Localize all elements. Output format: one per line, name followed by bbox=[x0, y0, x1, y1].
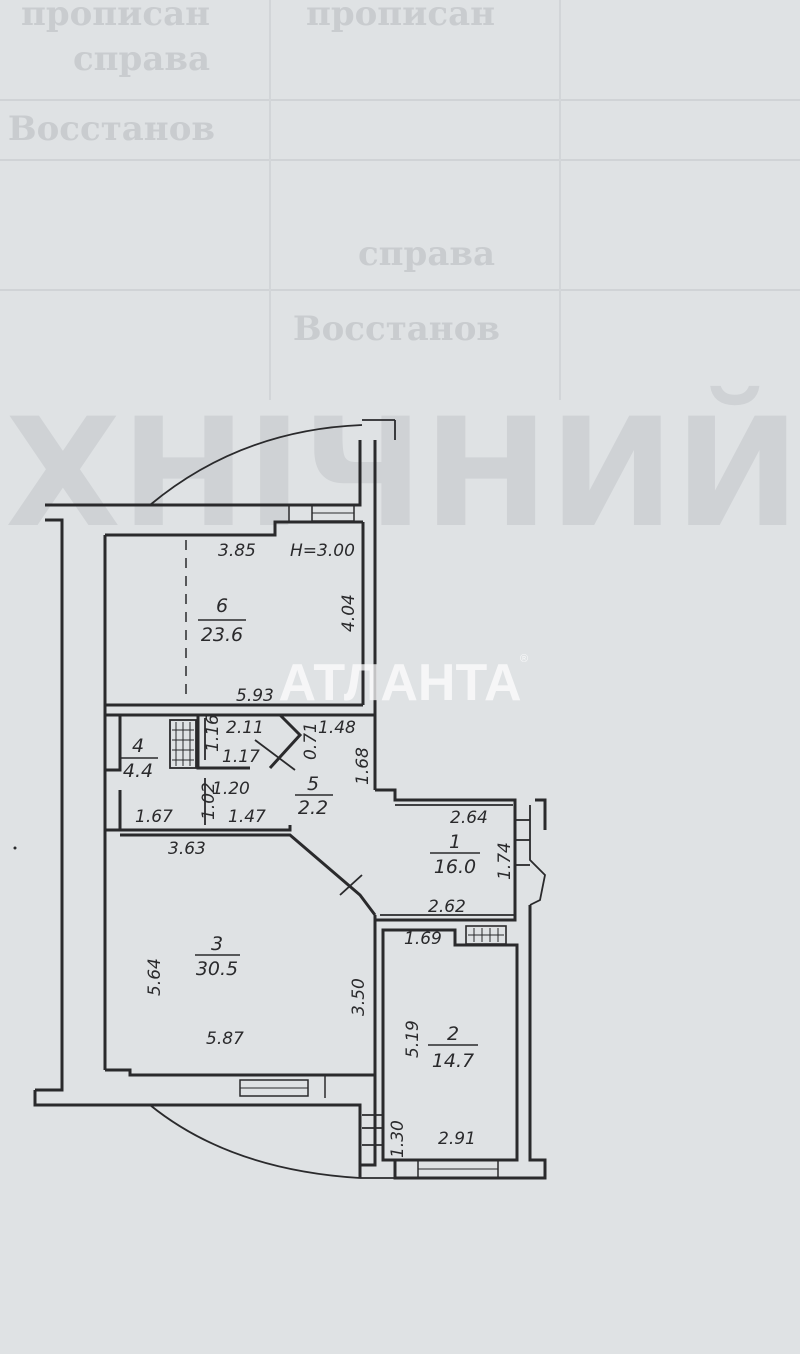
room5-door-swing bbox=[254, 739, 296, 771]
dim-r3-right: 3.50 bbox=[349, 978, 369, 1016]
watermark-text: АТЛАНТА bbox=[278, 654, 521, 712]
bottom-balcony-arc bbox=[149, 1104, 361, 1179]
dim-r2-bottom: 2.91 bbox=[438, 1129, 476, 1149]
room-6-number: 6 bbox=[216, 595, 228, 617]
room2-walls bbox=[381, 928, 519, 1162]
watermark-logo: АТЛАНТА ® bbox=[278, 653, 528, 712]
room1-outer-right bbox=[535, 798, 547, 830]
background-document: прописан справа Восстанов прописан справ… bbox=[0, 0, 800, 561]
room-6-area: 23.6 bbox=[201, 624, 243, 646]
room5-angled bbox=[268, 713, 303, 770]
room-labels: 6 23.6 4 4.4 5 2.2 1 16.0 3 30.5 2 14.7 bbox=[120, 595, 480, 1072]
room-4-number: 4 bbox=[132, 735, 144, 757]
room5-left bbox=[196, 715, 250, 770]
dim-r6-bottom: 5.93 bbox=[236, 686, 274, 706]
ceiling-height: H=3.00 bbox=[290, 541, 355, 561]
faded-row-1: прописан bbox=[21, 0, 210, 34]
room3-door-mark bbox=[339, 874, 363, 896]
dim-r4-vert: 1.02 bbox=[199, 782, 219, 820]
room3-right-bottom bbox=[105, 915, 377, 1077]
dim-r3-bottom: 5.87 bbox=[206, 1029, 244, 1049]
dim-r6-right: 4.04 bbox=[339, 594, 359, 632]
room-2-number: 2 bbox=[447, 1023, 459, 1045]
dim-r3-top: 3.63 bbox=[168, 839, 206, 859]
faded-row-2: справа bbox=[73, 39, 210, 79]
outer-bottom-wall bbox=[33, 1090, 362, 1178]
room-2-area: 14.7 bbox=[432, 1050, 474, 1072]
dim-r5-right: 1.68 bbox=[353, 747, 373, 785]
dim-r5-low: 1.20 bbox=[212, 779, 250, 799]
room-1-number: 1 bbox=[449, 831, 461, 853]
room-1-area: 16.0 bbox=[434, 856, 476, 878]
room-4-area: 4.4 bbox=[123, 760, 153, 782]
room-5-number: 5 bbox=[307, 773, 319, 795]
faded-row-5: справа bbox=[358, 234, 495, 274]
dim-r5-top: 2.11 bbox=[226, 718, 264, 738]
dim-r2-vert: 1.30 bbox=[388, 1120, 408, 1158]
room-5-area: 2.2 bbox=[298, 797, 328, 819]
room4-left bbox=[105, 715, 122, 772]
dim-r5-right-top: 1.48 bbox=[318, 718, 356, 738]
dim-r4-bottom: 1.67 bbox=[135, 807, 173, 827]
dim-r3-left: 5.64 bbox=[145, 958, 165, 996]
faded-row-3: Восстанов bbox=[8, 109, 215, 149]
room4-cabinet bbox=[169, 719, 197, 769]
walls bbox=[13, 419, 547, 1180]
dim-r2-top: 1.69 bbox=[404, 929, 442, 949]
dim-r5-mid: 1.17 bbox=[222, 747, 260, 767]
top-balcony-arc bbox=[149, 424, 363, 506]
room4-bottom bbox=[118, 790, 292, 832]
dim-r1-right: 1.74 bbox=[495, 842, 515, 880]
dim-r5-diag: 0.71 bbox=[301, 722, 321, 760]
room-3-number: 3 bbox=[211, 933, 223, 955]
room2-outer bbox=[393, 905, 547, 1180]
room3-top-angled bbox=[120, 833, 377, 916]
dim-hall-bottom: 1.47 bbox=[228, 807, 266, 827]
room1-top bbox=[375, 788, 517, 900]
room1-bottom bbox=[375, 900, 517, 922]
faded-row-4: прописан bbox=[306, 0, 495, 34]
dim-r6-top: 3.85 bbox=[218, 541, 256, 561]
outer-left-wall bbox=[35, 518, 64, 1092]
room6-inner-top bbox=[105, 520, 363, 537]
faded-title: ЕХНІЧНИЙ bbox=[0, 386, 800, 561]
faded-row-6: Восстанов bbox=[293, 309, 500, 349]
dim-r5-side: 1.16 bbox=[203, 714, 223, 752]
dimension-labels: 3.85 H=3.00 4.04 5.93 2.11 1.48 1.16 0.7… bbox=[135, 541, 515, 1158]
dim-r2-left: 5.19 bbox=[403, 1020, 423, 1058]
dim-r1-top: 2.64 bbox=[450, 808, 488, 828]
outer-top-wall bbox=[45, 440, 362, 507]
watermark-registered: ® bbox=[520, 653, 528, 665]
dim-r1-bottom: 2.62 bbox=[428, 897, 466, 917]
room-3-area: 30.5 bbox=[196, 958, 238, 980]
